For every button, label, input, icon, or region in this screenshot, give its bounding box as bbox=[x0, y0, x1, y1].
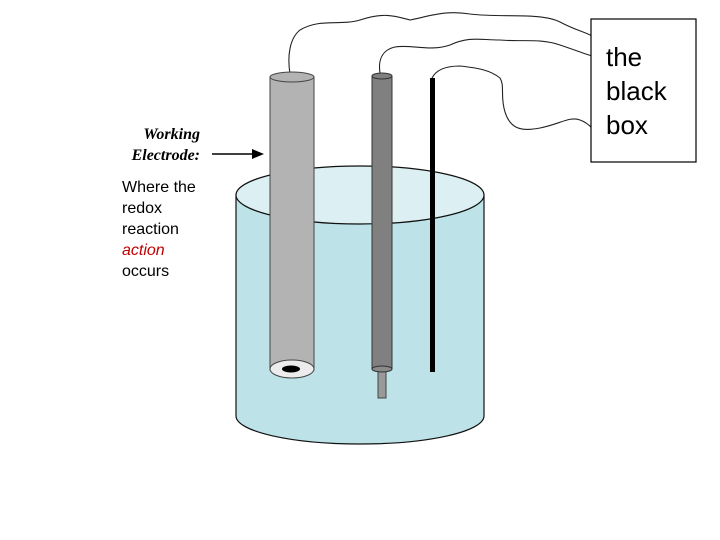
wire-reference bbox=[378, 38, 593, 74]
working-electrode-title: Working Electrode: bbox=[131, 126, 200, 164]
working-electrode bbox=[269, 71, 315, 379]
reference-electrode-body bbox=[371, 75, 393, 370]
wire-counter bbox=[431, 65, 593, 130]
reference-electrode bbox=[371, 72, 393, 399]
black-box-label: the black box bbox=[606, 42, 667, 140]
wire-working bbox=[288, 12, 593, 75]
working-electrode-disk bbox=[282, 365, 300, 373]
working-electrode-description: Where the redox reaction action occurs bbox=[122, 177, 222, 282]
pointer-arrow bbox=[212, 149, 264, 159]
counter-electrode bbox=[430, 78, 435, 372]
description-line: occurs bbox=[122, 263, 170, 280]
description-line: Where the bbox=[122, 179, 196, 196]
connecting-wires bbox=[288, 12, 593, 130]
working-electrode-top bbox=[269, 71, 315, 83]
description-highlight: action bbox=[122, 242, 165, 259]
description-line: reaction bbox=[122, 221, 179, 238]
working-electrode-body bbox=[269, 76, 315, 371]
black-box bbox=[590, 18, 697, 163]
reference-electrode-bottom bbox=[371, 365, 393, 373]
description-line: redox bbox=[122, 200, 163, 217]
reference-electrode-top bbox=[371, 72, 393, 80]
